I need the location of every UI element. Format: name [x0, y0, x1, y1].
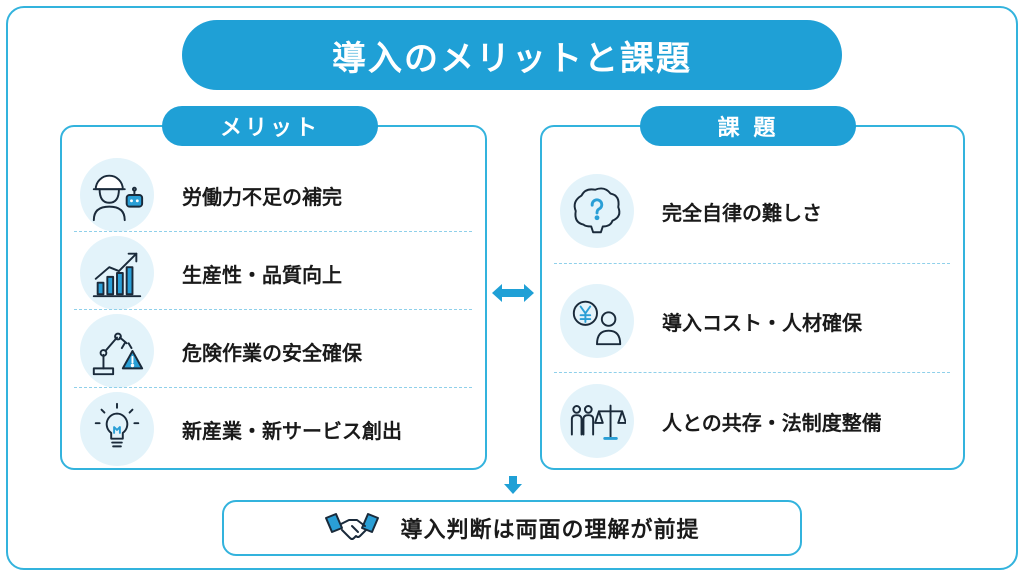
challenge-item: 完全自律の難しさ [560, 174, 822, 248]
people-scale-icon [560, 384, 634, 458]
challenges-header: 課 題 [640, 106, 856, 146]
growth-chart-icon [80, 236, 154, 310]
divider [554, 372, 950, 373]
lightbulb-icon [80, 392, 154, 466]
merit-item: 労働力不足の補完 [80, 158, 342, 232]
down-arrow-icon [504, 476, 522, 494]
challenge-label: 導入コスト・人材確保 [662, 310, 862, 335]
merit-item: 危険作業の安全確保 [80, 314, 362, 388]
challenge-label: 人との共存・法制度整備 [662, 410, 882, 435]
merit-label: 危険作業の安全確保 [182, 340, 362, 365]
divider [74, 387, 472, 388]
page-title: 導入のメリットと課題 [332, 38, 692, 79]
divider [554, 263, 950, 264]
merit-label: 生産性・品質向上 [182, 262, 342, 287]
yen-person-icon [560, 284, 634, 358]
conclusion-label: 導入判断は両面の理解が前提 [400, 518, 700, 543]
robot-arm-warning-icon [80, 314, 154, 388]
merit-label: 新産業・新サービス創出 [182, 418, 402, 443]
conclusion-box: 導入判断は両面の理解が前提 [222, 500, 802, 556]
worker-robot-icon [80, 158, 154, 232]
divider [74, 309, 472, 310]
merit-item: 新産業・新サービス創出 [80, 392, 402, 466]
challenge-item: 人との共存・法制度整備 [560, 384, 882, 458]
double-arrow-icon [492, 284, 534, 302]
challenges-header-label: 課 題 [717, 116, 779, 141]
merit-item: 生産性・品質向上 [80, 236, 342, 310]
merit-label: 労働力不足の補完 [182, 184, 342, 209]
challenge-item: 導入コスト・人材確保 [560, 284, 862, 358]
outer-frame [6, 6, 1018, 570]
merits-header: メリット [162, 106, 378, 146]
handshake-icon [325, 513, 380, 540]
brain-question-icon [560, 174, 634, 248]
merits-header-label: メリット [219, 116, 320, 141]
divider [74, 231, 472, 232]
title-banner: 導入のメリットと課題 [182, 20, 842, 90]
challenge-label: 完全自律の難しさ [662, 200, 822, 225]
